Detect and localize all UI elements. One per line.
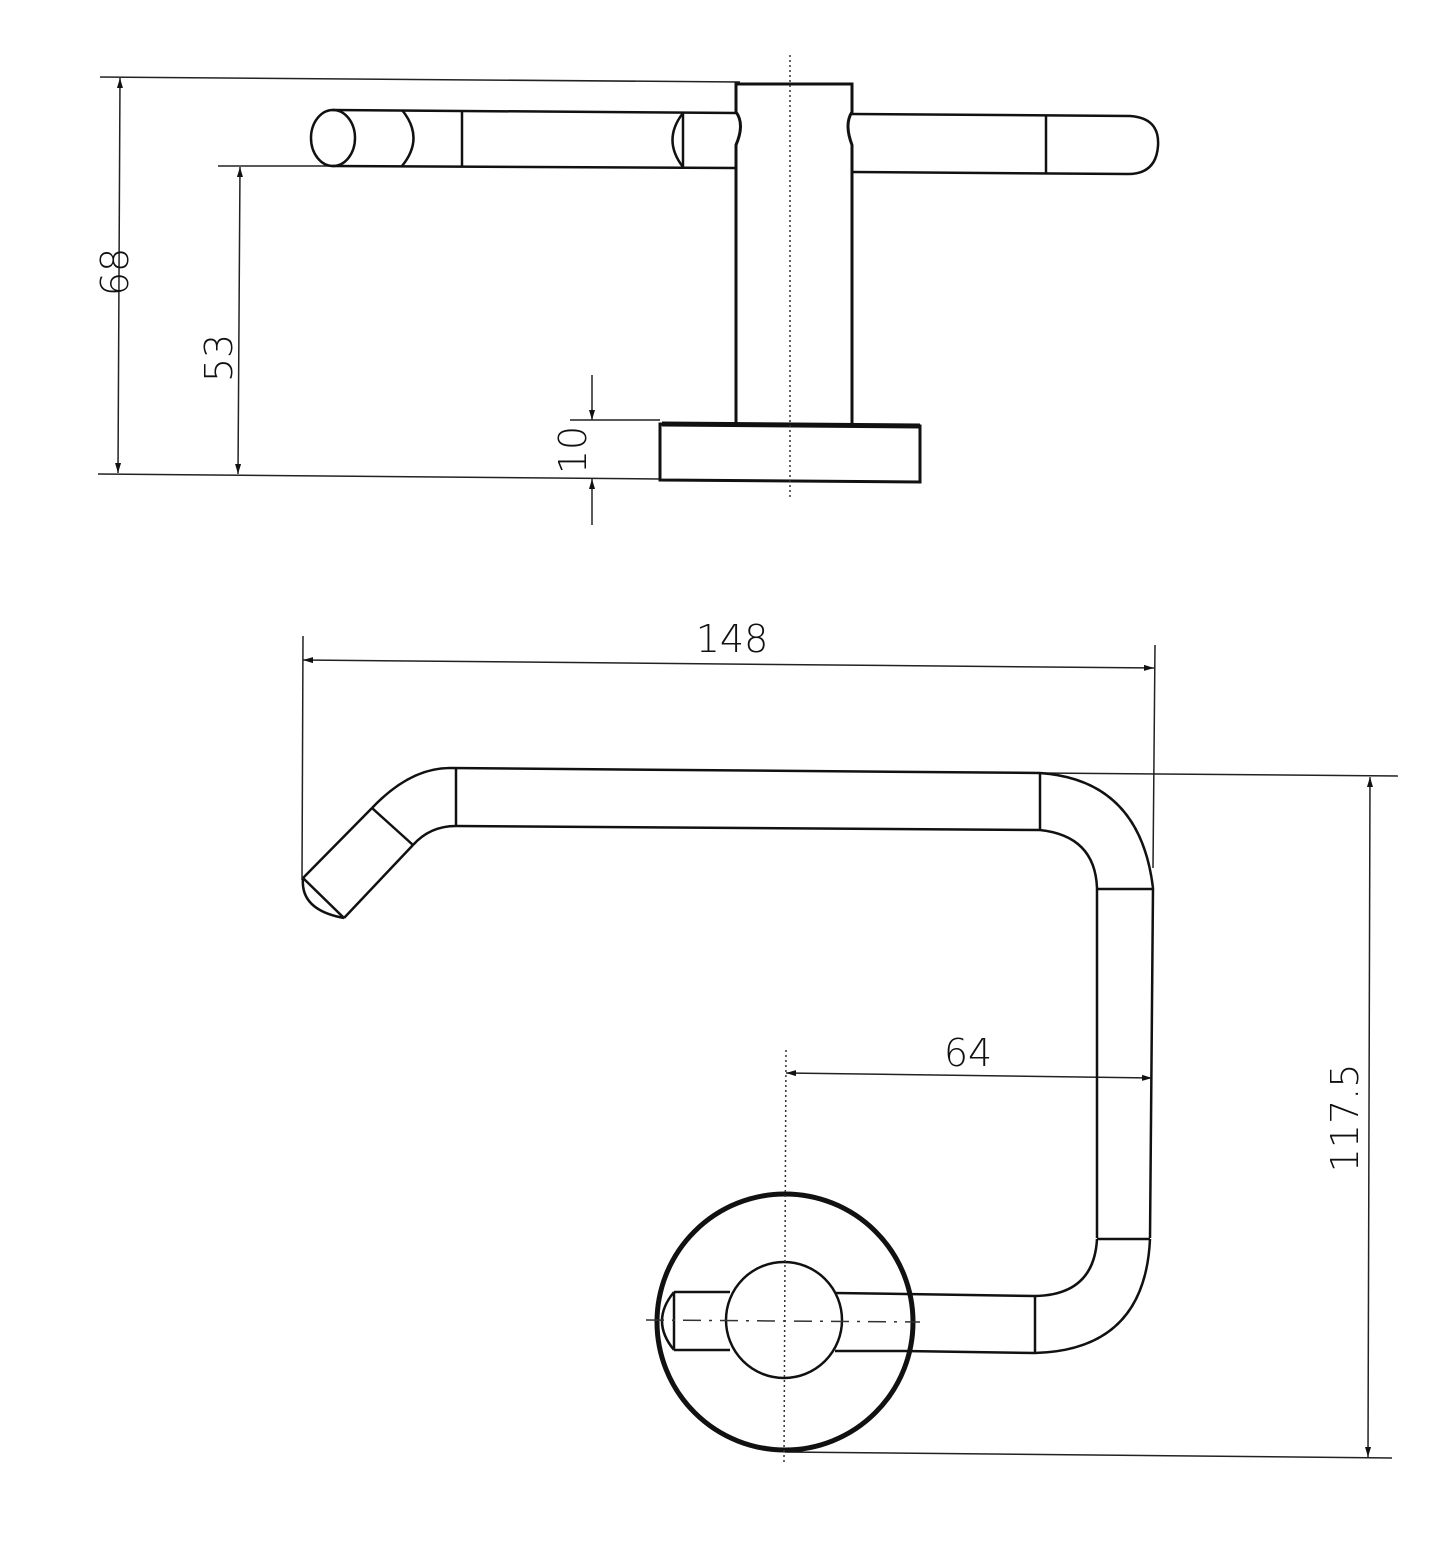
centerline-horizontal-front xyxy=(645,1319,921,1323)
left-arm-side xyxy=(309,108,737,170)
holder-arm-front xyxy=(301,766,1155,1355)
dimension-label-10: 10 xyxy=(551,426,595,474)
dimension-label-53: 53 xyxy=(197,334,241,382)
dimension-148: 148 xyxy=(301,617,1156,881)
centerline-vertical-front xyxy=(783,1049,787,1463)
dimension-label-68: 68 xyxy=(93,248,137,296)
dimension-68: 68 xyxy=(93,77,137,474)
front-view: 148 117.5 64 xyxy=(301,617,1399,1463)
base-plate-side xyxy=(658,422,922,484)
side-view: 68 53 10 xyxy=(93,55,1160,525)
post-side xyxy=(734,82,854,424)
extension-line-bottom xyxy=(97,473,661,480)
right-arm-side xyxy=(851,112,1160,176)
dimension-label-117-5: 117.5 xyxy=(1323,1064,1367,1173)
dimension-10: 10 xyxy=(551,375,660,525)
dimension-117-5: 117.5 xyxy=(784,772,1399,1459)
extension-line-top xyxy=(99,76,741,83)
dimension-64: 64 xyxy=(785,1031,1153,1081)
dimension-label-64: 64 xyxy=(944,1031,992,1075)
dimension-label-148: 148 xyxy=(696,617,769,661)
dimension-53: 53 xyxy=(197,166,243,475)
